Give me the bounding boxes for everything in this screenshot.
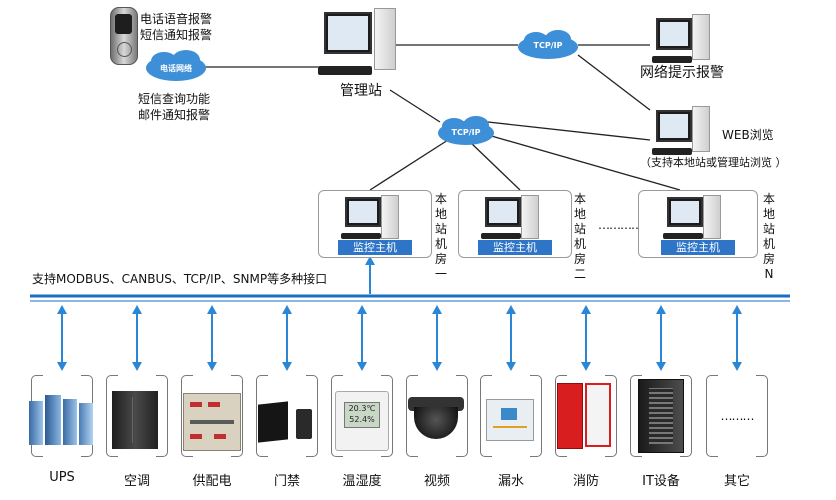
- management-station-label: 管理站: [340, 83, 382, 99]
- web-browse-pc-icon: [652, 106, 714, 156]
- phone-network-cloud: [146, 50, 206, 81]
- bus-device-arrow: [207, 305, 217, 371]
- bus-device-arrow: [732, 305, 742, 371]
- device-label-video: 视频: [423, 474, 450, 489]
- site-room-label-1: 本地站机房一: [434, 192, 447, 281]
- phone-alarm-line-2: 短信通知报警: [140, 28, 213, 42]
- device-air-conditioner: [106, 373, 168, 459]
- bus-device-arrow: [57, 305, 67, 371]
- mobile-phone-icon: [110, 7, 138, 65]
- local-site-2: 监控主机: [458, 190, 572, 258]
- device-label-power-distribution: 供配电: [192, 474, 232, 489]
- device-it-equipment: [630, 373, 692, 459]
- web-browse-label: WEB浏览: [722, 128, 774, 142]
- device-label-it-equipment: IT设备: [642, 474, 680, 489]
- camera-icon: [408, 397, 464, 441]
- bus-device-arrow: [581, 305, 591, 371]
- temp-humidity-icon: 20.3℃ 52.4%: [335, 391, 389, 451]
- water-leak-icon: [486, 399, 534, 441]
- bus-device-arrow: [506, 305, 516, 371]
- device-label-ups: UPS: [49, 470, 75, 485]
- bus-device-arrow: [357, 305, 367, 371]
- device-water-leak: [480, 373, 542, 459]
- device-label-water-leak: 漏水: [497, 474, 524, 489]
- device-video: [406, 373, 468, 459]
- humidity-reading: 52.4%: [349, 415, 375, 424]
- monitor-host-label: 监控主机: [478, 240, 552, 255]
- tcpip-mid-label: TCP/IP: [451, 128, 481, 137]
- tcpip-top-cloud: [518, 30, 578, 59]
- phone-alarm-line-1: 电话语音报警: [140, 12, 213, 26]
- local-site-1: 监控主机: [318, 190, 432, 258]
- local-site-n: 监控主机: [638, 190, 758, 258]
- sites-ellipsis: …………: [598, 218, 643, 232]
- management-station-pc-icon: [318, 8, 398, 80]
- phone-service-line-2: 邮件通知报警: [138, 108, 211, 122]
- network-alarm-label: 网络提示报警: [640, 65, 724, 81]
- device-label-other: 其它: [723, 474, 750, 489]
- bus-up-arrow: [365, 256, 375, 294]
- device-label-fire: 消防: [572, 474, 599, 489]
- bus-device-arrow: [432, 305, 442, 371]
- ups-icon: [27, 395, 97, 447]
- device-label-temp-humidity: 温湿度: [342, 474, 382, 489]
- air-conditioner-icon: [112, 391, 158, 449]
- device-temp-humidity: 20.3℃ 52.4%: [331, 373, 393, 459]
- interface-support-text: 支持MODBUS、CANBUS、TCP/IP、SNMP等多种接口: [32, 272, 328, 286]
- device-ups: [29, 373, 93, 459]
- tcpip-top-label: TCP/IP: [533, 41, 563, 50]
- access-control-icon: [258, 399, 314, 445]
- device-fire: [555, 373, 617, 459]
- tcpip-mid-cloud: [438, 116, 494, 145]
- monitor-host-label: 监控主机: [338, 240, 412, 255]
- bus-device-arrow: [132, 305, 142, 371]
- fire-icon: [557, 383, 613, 449]
- monitor-host-pc-icon: [663, 195, 729, 239]
- bus-device-arrow: [282, 305, 292, 371]
- device-other: ………: [706, 373, 768, 459]
- device-label-access-control: 门禁: [273, 474, 300, 489]
- device-power-distribution: [181, 373, 243, 459]
- web-browse-note: （支持本地站或管理站浏览 ）: [640, 156, 787, 169]
- phone-network-label: 电话网络: [160, 64, 192, 73]
- monitor-host-label: 监控主机: [661, 240, 735, 255]
- temperature-reading: 20.3℃: [348, 404, 376, 413]
- monitor-host-pc-icon: [481, 195, 547, 239]
- network-alarm-pc-icon: [652, 14, 714, 64]
- power-distribution-icon: [183, 393, 241, 451]
- monitor-host-pc-icon: [341, 195, 407, 239]
- bus-device-arrow: [656, 305, 666, 371]
- other-icon: ………: [720, 409, 755, 423]
- site-room-label-2: 本地站机房二: [573, 192, 586, 281]
- device-access-control: [256, 373, 318, 459]
- phone-service-line-1: 短信查询功能: [138, 92, 211, 106]
- site-room-label-n: 本地站机房N: [762, 192, 775, 281]
- device-label-air-conditioner: 空调: [123, 474, 150, 489]
- server-icon: [638, 379, 684, 453]
